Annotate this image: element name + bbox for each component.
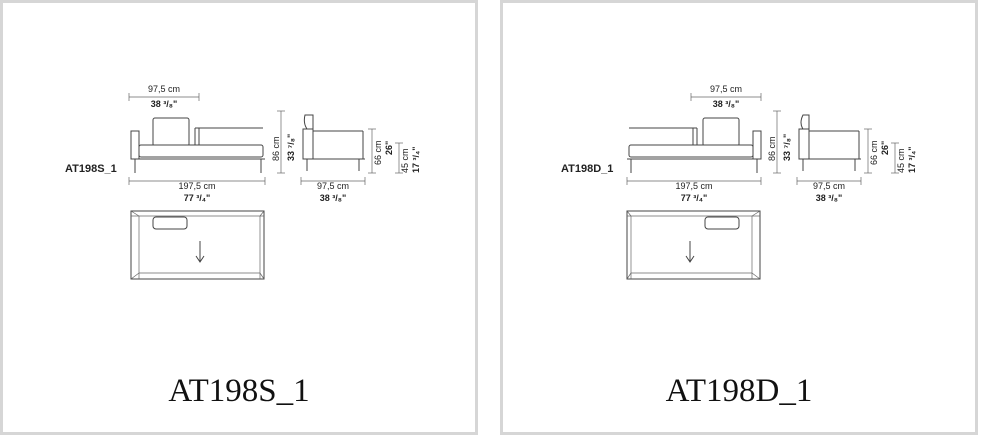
height-cm: 86 cm <box>767 136 777 161</box>
top-width-cm: 97,5 cm <box>710 84 742 94</box>
depth-in: 38 ³/₈" <box>320 193 347 203</box>
top-width-cm: 97,5 cm <box>148 84 180 94</box>
height-in: 33 ⁷/₈" <box>286 134 296 161</box>
sofa-diagram-right: 97,5 cm 38 ³/₈" AT198D_1 197,5 cm 77 ³/₄… <box>561 84 917 280</box>
depth-in: 38 ³/₈" <box>816 193 843 203</box>
side-view-drawing <box>798 114 861 171</box>
height-in: 33 ⁷/₈" <box>782 134 792 161</box>
seat-height-cm: 45 cm <box>400 148 410 173</box>
total-width-in: 77 ³/₄" <box>184 193 211 203</box>
arm-height-in: 26" <box>384 141 394 155</box>
seat-height-cm: 45 cm <box>896 148 906 173</box>
total-width-cm: 197,5 cm <box>675 181 712 191</box>
product-caption-left: AT198S_1 <box>168 373 310 409</box>
arm-height-in: 26" <box>880 141 890 155</box>
plan-view-drawing <box>626 210 761 280</box>
side-view-drawing <box>302 114 365 171</box>
seat-height-in: 17 ³/₄" <box>411 146 421 173</box>
product-caption-right: AT198D_1 <box>665 373 813 409</box>
sofa-diagram-left: 97,5 cm 38 ³/₈" AT198S_1 197,5 cm 77 ³/₄… <box>65 84 421 280</box>
total-width-in: 77 ³/₄" <box>681 193 708 203</box>
total-width-cm: 197,5 cm <box>178 181 215 191</box>
plan-view-drawing <box>130 210 265 280</box>
front-view-drawing <box>130 117 265 173</box>
depth-cm: 97,5 cm <box>317 181 349 191</box>
seat-height-in: 17 ³/₄" <box>907 146 917 173</box>
depth-cm: 97,5 cm <box>813 181 845 191</box>
top-width-in: 38 ³/₈" <box>151 99 178 109</box>
front-view-drawing <box>627 117 762 173</box>
model-label-left: AT198S_1 <box>65 163 117 175</box>
top-width-in: 38 ³/₈" <box>713 99 740 109</box>
product-panel-left: 97,5 cm 38 ³/₈" AT198S_1 197,5 cm 77 ³/₄… <box>0 0 478 435</box>
arm-height-cm: 66 cm <box>373 140 383 165</box>
product-panel-right: 97,5 cm 38 ³/₈" AT198D_1 197,5 cm 77 ³/₄… <box>500 0 978 435</box>
arm-height-cm: 66 cm <box>869 140 879 165</box>
height-cm: 86 cm <box>271 136 281 161</box>
model-label-right: AT198D_1 <box>561 163 613 175</box>
